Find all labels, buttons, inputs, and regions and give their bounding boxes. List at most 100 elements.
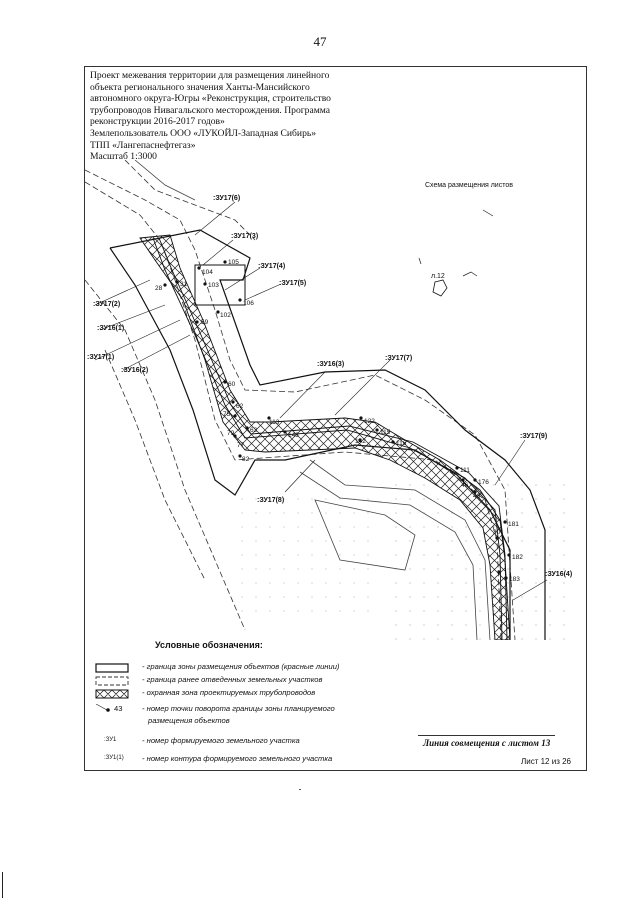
point-number: 182 [512, 554, 523, 561]
footer-mark [299, 789, 301, 790]
turning-point [175, 280, 179, 284]
legend-row: размещения объектов [92, 716, 412, 728]
scale-line: Масштаб 1:3000 [90, 151, 157, 163]
point-number: 176 [478, 479, 489, 486]
turning-point [238, 298, 242, 302]
road-edge [314, 499, 416, 571]
parcel-label: :ЗУ17(3) [231, 233, 258, 240]
inset-stroke [418, 257, 422, 265]
legend-text: - номер формируемого земельного участка [142, 736, 300, 745]
parcel-label: :ЗУ17(5) [279, 280, 306, 287]
point-number: 30 [493, 529, 501, 536]
prior-land-boundaries [85, 160, 516, 640]
parcel-label: :ЗУ17(6) [213, 195, 240, 202]
turning-point [497, 570, 501, 574]
turning-point [473, 490, 477, 494]
legend-text: - номер точки поворота границы зоны план… [142, 704, 335, 713]
dashed-boundary [85, 181, 502, 640]
sheet-number-label: Лист 12 из 26 [521, 757, 571, 766]
legend-text: размещения объектов [148, 716, 230, 725]
protection-zone-hatch [139, 234, 511, 640]
dashed-boundary-symbol [95, 676, 129, 686]
point-number: 31 [180, 281, 188, 288]
point-labels: 105 104 103 106 102 59 60 62 75 63 79 77… [155, 259, 523, 583]
turning-point [195, 320, 199, 324]
leader-line [94, 279, 151, 306]
point-number: 46 [461, 482, 469, 489]
land-user-line: Землепользователь ООО «ЛУКОЙЛ-Западная С… [90, 127, 317, 139]
road-edge [309, 459, 491, 640]
leader-line [494, 439, 526, 486]
leader-line [512, 579, 548, 601]
turning-point [461, 478, 465, 482]
title-line: реконструкции 2016-2017 годов» [90, 116, 225, 128]
parcel-labels: :ЗУ17(6) :ЗУ17(3) :ЗУ17(4) :ЗУ17(5) :ЗУ1… [87, 195, 572, 578]
legend-row: :ЗУ1(1) - номер контура формируемого зем… [92, 754, 412, 766]
turning-point [231, 400, 235, 404]
scan-edge-mark [2, 872, 3, 898]
parcel-label: :ЗУ16(2) [121, 367, 148, 374]
legend-text: - охранная зона проектируемых трубопрово… [142, 688, 316, 697]
pipeline-line [152, 237, 503, 640]
turning-point [359, 416, 363, 420]
parcel-label: :ЗУ17(4) [258, 263, 285, 270]
point-number: 59 [201, 319, 209, 326]
turning-points [163, 260, 511, 580]
legend-point-sample: 43 [114, 704, 123, 713]
point-number: 82 [242, 456, 250, 463]
leader-line [122, 334, 191, 371]
point-number: 111 [460, 467, 470, 474]
legend-row: 43 - номер точки поворота границы зоны п… [92, 704, 412, 716]
inset-scheme: Схема размещения листов л.12 [418, 182, 513, 297]
turning-point [391, 440, 395, 444]
point-number: 77 [237, 442, 245, 449]
dotted-area [235, 490, 375, 620]
legend-title: Условные обозначения: [155, 640, 263, 650]
turning-point [507, 553, 511, 557]
title-line: трубопроводов Нивагальского месторождени… [90, 104, 331, 116]
point-number: 113 [269, 419, 280, 426]
sheet-join-label: Линия совмещения с листом 13 [417, 735, 556, 748]
turning-point [197, 266, 201, 270]
turning-point [473, 478, 477, 482]
pipelines [152, 237, 508, 640]
legend-text: - граница зоны размещения объектов (крас… [142, 662, 340, 671]
road-edge [299, 471, 478, 640]
leader-line [244, 283, 282, 301]
point-number: 115 [380, 429, 391, 436]
site-square [194, 264, 246, 306]
turning-point [223, 380, 227, 384]
title-line: автономного округа-Югры «Реконструкция, … [90, 93, 331, 105]
roads [134, 160, 491, 640]
legend-row: - граница ранее отведенных земельных уча… [92, 675, 412, 687]
point-number: 104 [202, 269, 213, 276]
turning-point [203, 282, 207, 286]
dashed-boundary [85, 279, 246, 631]
leader-line [194, 201, 236, 236]
point-number: 28 [155, 285, 163, 292]
parcel-label: :ЗУ17(7) [385, 355, 412, 362]
inset-title: Схема размещения листов [425, 182, 513, 189]
parcel-label: :ЗУ17(9) [520, 433, 547, 440]
point-number: 63 [250, 427, 258, 434]
parcel-label: :ЗУ17(2) [93, 301, 120, 308]
dashed-boundary [85, 169, 516, 640]
turning-point [283, 430, 287, 434]
point-number: 105 [228, 259, 239, 266]
turning-point [503, 520, 507, 524]
point-number: 48 [473, 493, 481, 500]
leader-line [202, 239, 234, 266]
dashed-boundary [124, 160, 256, 241]
turning-point [495, 536, 499, 540]
red-line-symbol [95, 663, 129, 673]
turning-point [238, 454, 242, 458]
point-number: 102 [220, 312, 231, 319]
turning-point [358, 438, 362, 442]
point-number: 60 [228, 381, 236, 388]
turning-point [375, 428, 379, 432]
inset-stroke [482, 209, 494, 217]
hatch-symbol [95, 689, 129, 699]
parcel-leaders [94, 201, 548, 601]
point-number: 143 [288, 432, 299, 439]
legend-zu-sample: :ЗУ1 [104, 737, 117, 743]
